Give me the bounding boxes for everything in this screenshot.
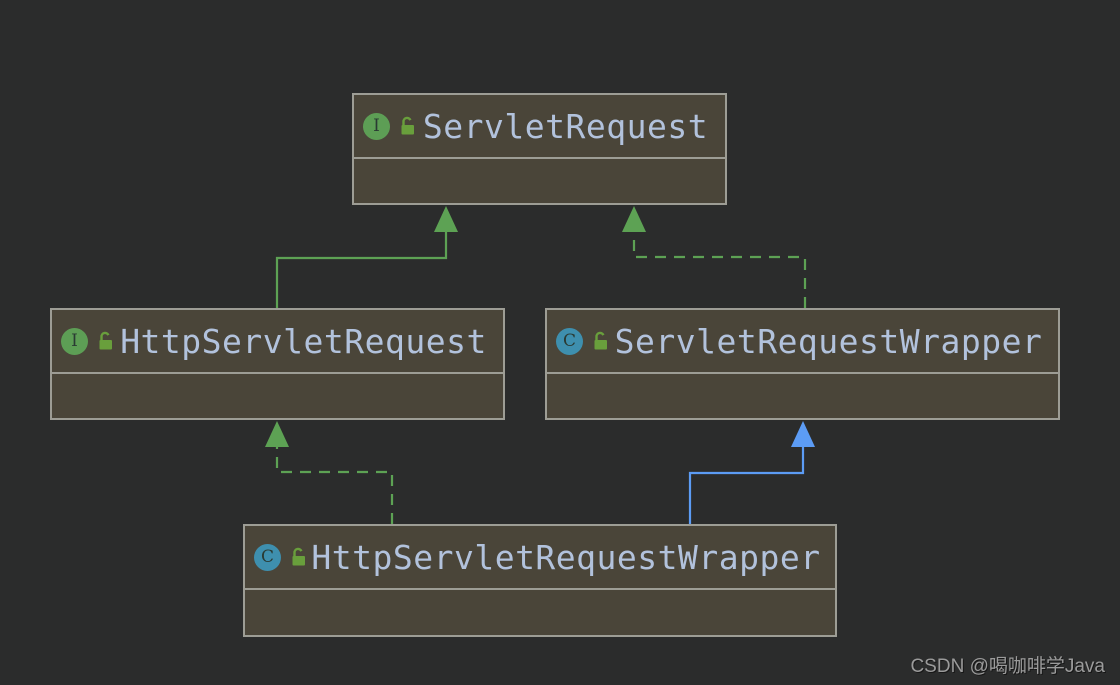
class-name-label: HttpServletRequest <box>120 321 487 361</box>
members-compartment <box>245 590 835 635</box>
interface-icon: I <box>61 327 88 355</box>
node-title-bar: I ServletRequest <box>354 95 725 159</box>
public-unlocked-icon <box>401 116 414 135</box>
members-compartment <box>547 374 1058 418</box>
uml-node-servletrequestwrapper[interactable]: C ServletRequestWrapper <box>545 308 1060 420</box>
edge-extends-httpservletrequest-to-servletrequest[interactable] <box>275 206 458 308</box>
class-icon: C <box>254 543 281 571</box>
class-name-label: ServletRequest <box>422 106 709 146</box>
csdn-watermark: CSDN @喝咖啡学Java <box>910 656 1105 677</box>
interface-icon: I <box>363 112 390 140</box>
public-unlocked-icon <box>594 331 607 350</box>
edge-extends-httpservletrequestwrapper-to-servletrequestwrapper[interactable] <box>688 421 815 524</box>
class-name-label: HttpServletRequestWrapper <box>311 537 821 577</box>
class-icon: C <box>556 327 583 355</box>
members-compartment <box>354 159 725 203</box>
node-title-bar: C ServletRequestWrapper <box>547 310 1058 374</box>
public-unlocked-icon <box>292 547 305 566</box>
class-name-label: ServletRequestWrapper <box>614 321 1043 361</box>
edge-implements-servletrequestwrapper-to-servletrequest[interactable] <box>622 206 807 308</box>
uml-node-httpservletrequest[interactable]: I HttpServletRequest <box>50 308 505 420</box>
uml-node-servletrequest[interactable]: I ServletRequest <box>352 93 727 205</box>
edge-implements-httpservletrequestwrapper-to-httpservletrequest[interactable] <box>265 421 394 524</box>
node-title-bar: C HttpServletRequestWrapper <box>245 526 835 590</box>
public-unlocked-icon <box>99 331 112 350</box>
uml-node-httpservletrequestwrapper[interactable]: C HttpServletRequestWrapper <box>243 524 837 637</box>
node-title-bar: I HttpServletRequest <box>52 310 503 374</box>
members-compartment <box>52 374 503 418</box>
